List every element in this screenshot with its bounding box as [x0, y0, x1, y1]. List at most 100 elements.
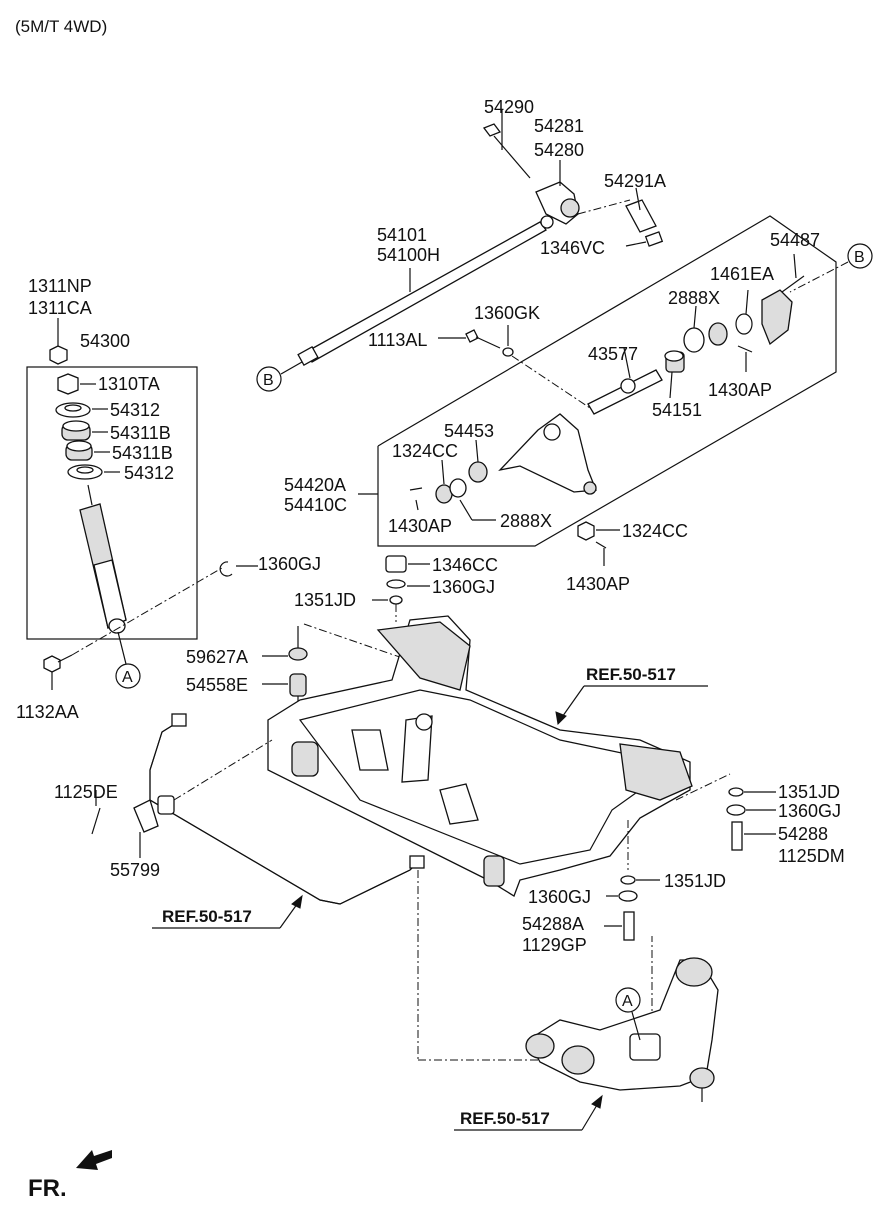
- label-1129gp: 1129GP: [522, 935, 587, 955]
- callout-b-text-left: B: [263, 372, 274, 389]
- label-1125de: 1125DE: [54, 782, 118, 802]
- label-1430ap-mid: 1430AP: [388, 516, 452, 536]
- front-arrow-icon: [76, 1150, 112, 1170]
- label-1132aa: 1132AA: [16, 702, 79, 722]
- label-54281: 54281: [534, 116, 584, 136]
- callout-a-bubble: [115, 663, 141, 689]
- ball-joint: [689, 1067, 715, 1089]
- label-54558e: 54558E: [186, 675, 248, 695]
- callout-a-text-lower: A: [622, 993, 633, 1010]
- label-1324cc-a: 1324CC: [392, 441, 458, 461]
- label-54487: 54487: [770, 230, 820, 250]
- label-1360gj-shock: 1360GJ: [258, 554, 321, 574]
- washer-1351jd-mount: [389, 595, 403, 605]
- label-1311np: 1311NP: [28, 276, 92, 296]
- shock-lower-eye: [108, 618, 126, 634]
- ref-label-subframe: REF.50-517: [586, 665, 676, 684]
- upper-arm-box: [377, 215, 837, 547]
- label-54312-b: 54312: [124, 463, 174, 483]
- part-labels: 54290 54281 54280 54291A 54101 54100H 13…: [16, 97, 845, 1128]
- label-2888x-b: 2888X: [500, 511, 552, 531]
- label-54300: 54300: [80, 331, 130, 351]
- nut-1346vc: [644, 231, 664, 247]
- diagram-title: (5M/T 4WD): [15, 17, 107, 36]
- nut-1310ta: [57, 373, 79, 395]
- label-54291a: 54291A: [604, 171, 666, 191]
- ref-label-stabilizer: REF.50-517: [162, 907, 252, 926]
- nut-1311np: [49, 345, 68, 365]
- label-1346vc: 1346VC: [540, 238, 605, 258]
- label-1324cc-b: 1324CC: [622, 521, 688, 541]
- callout-a-bubble-lower: [615, 987, 641, 1013]
- callout-b-text-right: B: [854, 249, 865, 266]
- washer-1360gj-shock: [219, 561, 233, 577]
- ring-1461ea: [735, 313, 753, 335]
- label-1346cc: 1346CC: [432, 555, 498, 575]
- subframe-group: [267, 615, 708, 897]
- label-1113al: 1113AL: [368, 330, 427, 350]
- bushing-upper-right: [708, 322, 728, 346]
- bushing-54558e: [289, 673, 307, 697]
- label-1461ea: 1461EA: [710, 264, 774, 284]
- washer-1360gj-mount: [386, 579, 406, 589]
- label-54420a: 54420A: [284, 475, 346, 495]
- label-1351jd-right: 1351JD: [778, 782, 840, 802]
- bracket-55799: [133, 799, 159, 833]
- shock-absorber-box: [26, 366, 198, 640]
- arm-bracket-right: [761, 289, 793, 346]
- washer-1351jd-lower: [620, 875, 636, 885]
- label-1311ca: 1311CA: [28, 298, 92, 318]
- label-1430ap-b: 1430AP: [566, 574, 630, 594]
- label-1310ta: 1310TA: [98, 374, 160, 394]
- label-1360gj-lower: 1360GJ: [528, 887, 591, 907]
- nut-1346cc: [385, 555, 407, 573]
- washer-2888x-left: [449, 478, 467, 498]
- subframe: [267, 615, 691, 897]
- washer-1360gj-right: [726, 804, 746, 816]
- label-54280: 54280: [534, 140, 584, 160]
- label-54100h: 54100H: [377, 245, 440, 265]
- washer-1360gk: [502, 347, 514, 357]
- label-1125dm: 1125DM: [778, 846, 845, 866]
- label-54453: 54453: [444, 421, 494, 441]
- callout-a-text: A: [122, 669, 133, 686]
- label-54312-a: 54312: [110, 400, 160, 420]
- stabilizer-group: [91, 713, 425, 1060]
- label-54288: 54288: [778, 824, 828, 844]
- shock-absorber-group: A: [26, 318, 258, 690]
- label-54311b-a: 54311B: [110, 423, 171, 443]
- bushing-54281: [560, 198, 580, 218]
- label-1360gk: 1360GK: [474, 303, 540, 323]
- stabilizer-end-left: [171, 713, 187, 727]
- label-55799: 55799: [110, 860, 160, 880]
- label-59627a: 59627A: [186, 647, 248, 667]
- stabilizer-end-right: [409, 855, 425, 869]
- right-fasteners-group: [604, 773, 776, 941]
- label-54410c: 54410C: [284, 495, 347, 515]
- label-1351jd-mount: 1351JD: [294, 590, 356, 610]
- label-43577: 43577: [588, 344, 638, 364]
- label-54290: 54290: [484, 97, 534, 117]
- label-54151: 54151: [652, 400, 702, 420]
- bushing-59627a: [288, 647, 308, 661]
- mount-parts-group: [262, 555, 430, 712]
- label-1351jd-lower: 1351JD: [664, 871, 726, 891]
- bolt-1113al: [465, 329, 479, 343]
- washer-1351jd-right: [728, 787, 744, 797]
- callout-b-bubble-left: [256, 366, 282, 392]
- callout-b-bubble-right: [847, 243, 873, 269]
- label-2888x-top: 2888X: [668, 288, 720, 308]
- washer-2888x-top: [683, 327, 705, 353]
- front-direction-indicator: FR.: [28, 1150, 112, 1202]
- ref-label-lower-arm: REF.50-517: [460, 1109, 550, 1128]
- label-54311b-b: 54311B: [112, 443, 173, 463]
- upper-arm-group: B: [358, 215, 873, 566]
- label-1360gj-mount: 1360GJ: [432, 577, 495, 597]
- label-54101: 54101: [377, 225, 427, 245]
- bolt-54288a: [623, 911, 635, 941]
- label-1430ap-top: 1430AP: [708, 380, 772, 400]
- bolt-54288: [731, 821, 743, 851]
- bracket-54291a: [625, 199, 657, 233]
